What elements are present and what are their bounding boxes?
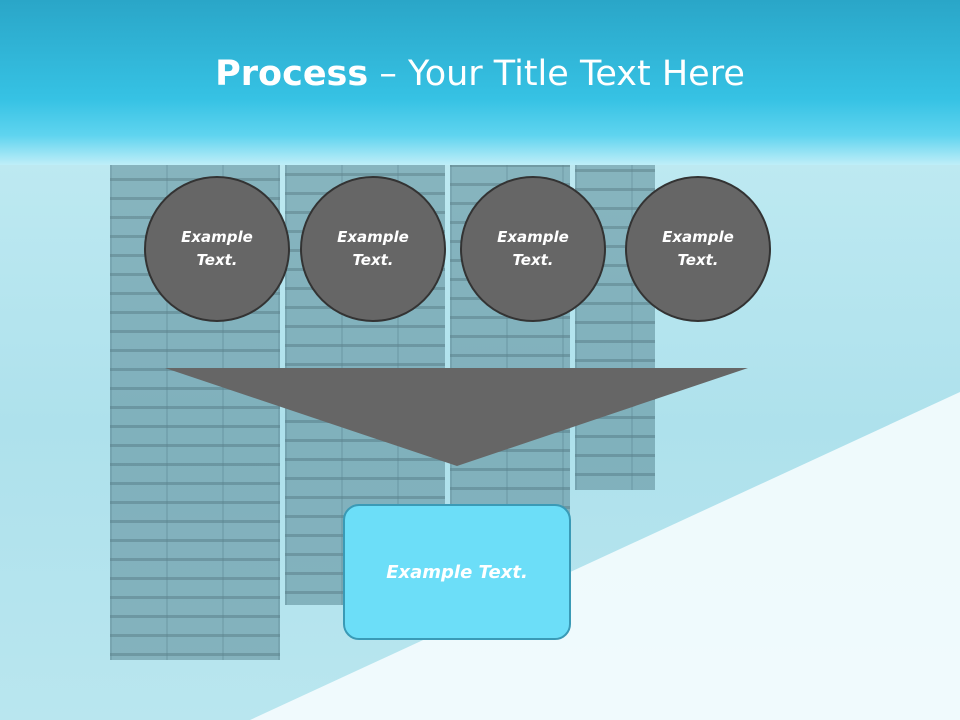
- slide-title: Process – Your Title Text Here: [0, 52, 960, 96]
- step-circle-3: Example Text.: [460, 176, 606, 322]
- step-circle-2: Example Text.: [300, 176, 446, 322]
- result-text: Example Text.: [386, 561, 528, 583]
- step-circle-text: Example Text.: [497, 228, 569, 269]
- result-box: Example Text.: [343, 504, 571, 640]
- title-bold: Process: [215, 54, 369, 94]
- header-band: [0, 0, 960, 165]
- step-circle-text: Example Text.: [662, 228, 734, 269]
- step-circle-1: Example Text.: [144, 176, 290, 322]
- step-circle-text: Example Text.: [337, 228, 409, 269]
- title-rest: – Your Title Text Here: [368, 54, 745, 94]
- step-circle-text: Example Text.: [181, 228, 253, 269]
- step-circle-4: Example Text.: [625, 176, 771, 322]
